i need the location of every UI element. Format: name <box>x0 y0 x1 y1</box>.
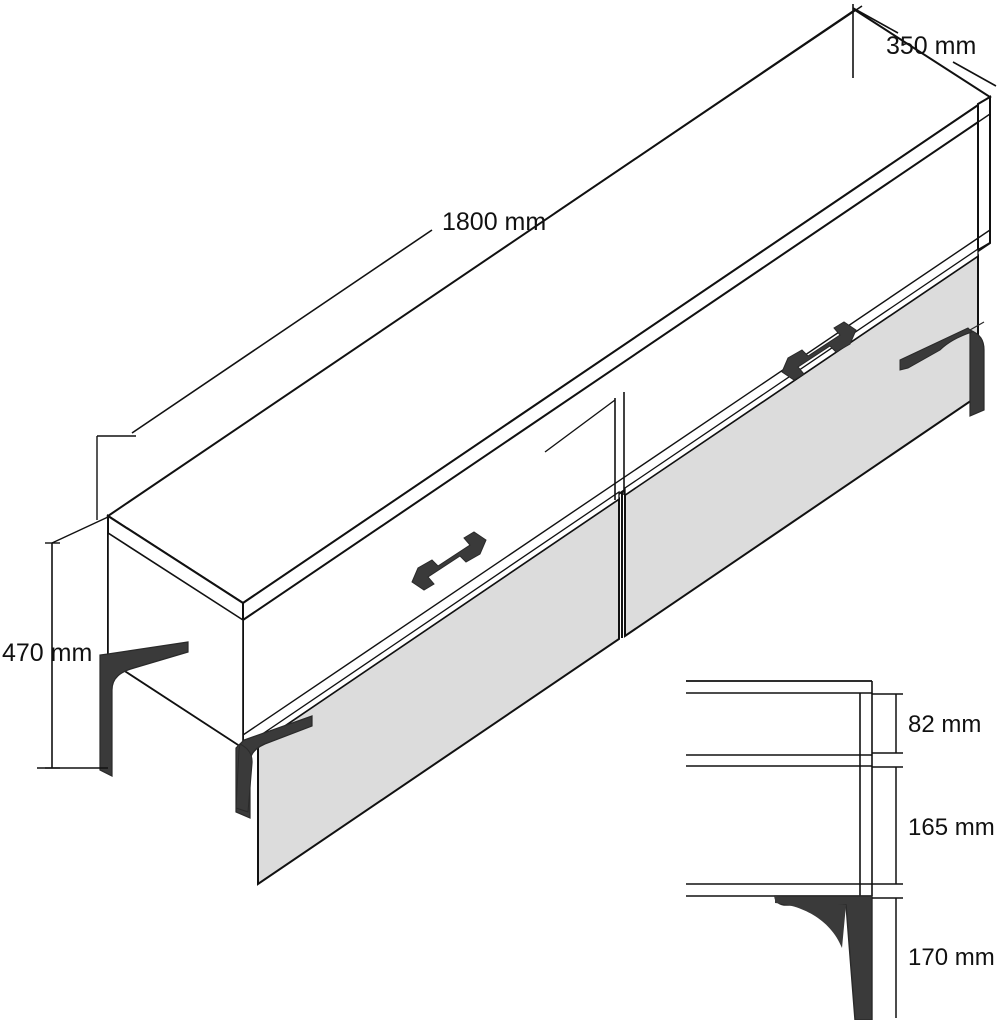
dim-165-label: 165 mm <box>908 814 995 841</box>
handle-bar-icon <box>411 531 487 591</box>
dim-470-label: 470 mm <box>2 639 92 667</box>
leg-mid-left <box>235 743 253 813</box>
dim-1800-label: 1800 mm <box>442 208 546 236</box>
dim-350-leader-upper <box>852 7 899 34</box>
side-profile-detail-view: 82 mm 165 mm 170 mm <box>686 680 995 1020</box>
carcass-bottom-inner-line <box>242 229 991 736</box>
dim-350-leader-lower <box>952 61 997 87</box>
dim-1800-leader-right <box>554 5 863 214</box>
detail-dimension-170mm: 170 mm <box>872 897 995 1018</box>
dimension-470mm: 470 mm <box>2 516 109 769</box>
dimension-1800mm: 1800 mm <box>96 5 863 520</box>
leg-shape <box>235 743 253 813</box>
drawer-handle-left[interactable] <box>411 531 487 591</box>
dim-470-ext-top <box>51 516 109 544</box>
detail-dimension-165mm: 165 mm <box>872 766 995 885</box>
top-rail-line <box>242 113 991 621</box>
dim-350-label: 350 mm <box>886 32 976 60</box>
detail-leg-fillet <box>775 896 846 948</box>
drawer-handle-right[interactable] <box>781 321 857 381</box>
dim-1800-leader-left <box>131 229 433 434</box>
drawer-divider-notch <box>544 399 616 453</box>
leg-bracket <box>899 327 973 371</box>
dim-82-label: 82 mm <box>908 711 981 738</box>
leg-shape <box>99 641 189 777</box>
handle-bar-icon-right <box>781 321 857 381</box>
top-panel-top-face <box>106 8 992 605</box>
leg-front-left <box>99 641 189 777</box>
dimension-350mm: 350 mm <box>852 4 997 87</box>
dim-170-label: 170 mm <box>908 944 995 971</box>
main-isometric-view: 1800 mm 350 mm 470 mm <box>2 4 997 886</box>
detail-dimension-82mm: 82 mm <box>872 693 981 754</box>
right-end-panel <box>977 95 991 252</box>
leg-shape <box>968 321 985 417</box>
leg-right <box>899 321 985 417</box>
